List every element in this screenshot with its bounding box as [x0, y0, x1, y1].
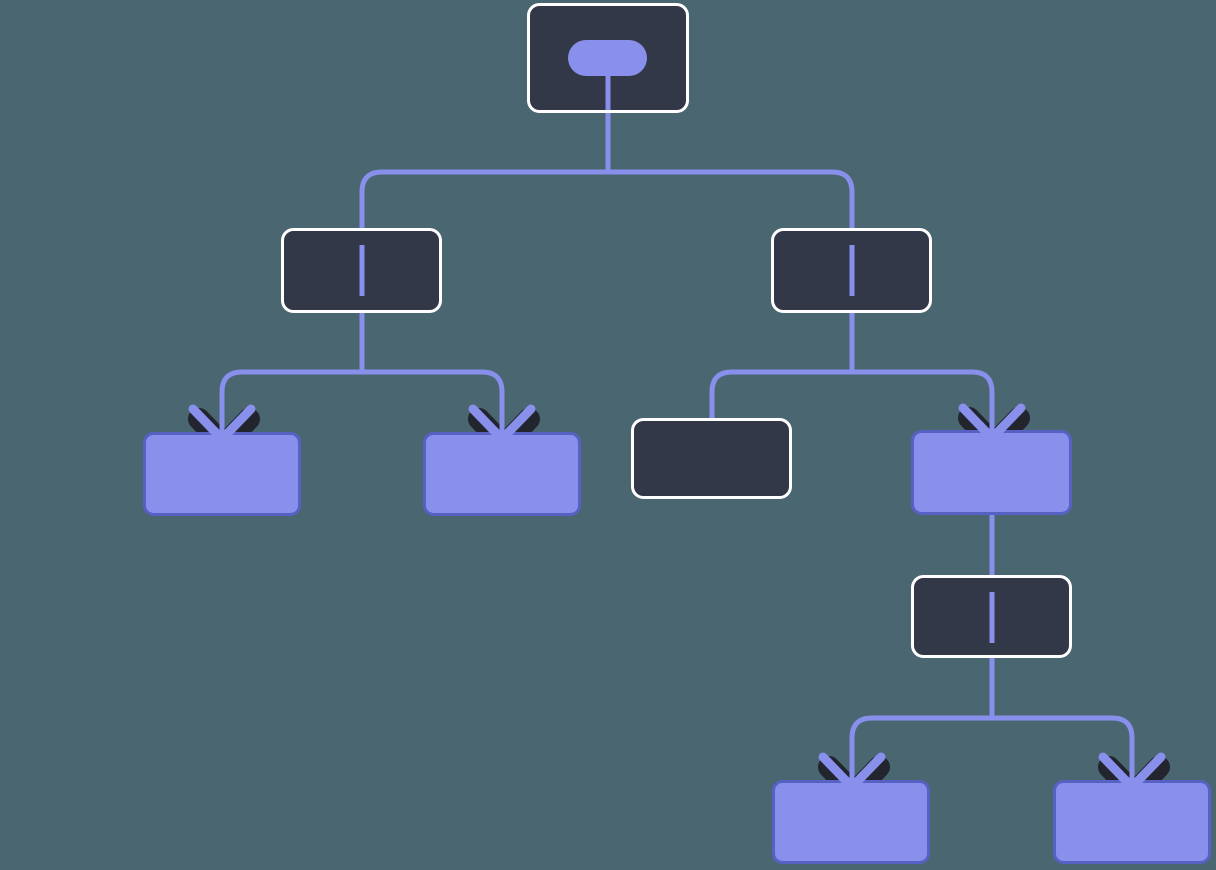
- node-l4[interactable]: [911, 575, 1072, 658]
- node-root-pill: [568, 40, 647, 76]
- edge-l2left-to-l3b[interactable]: [362, 369, 505, 434]
- node-layer: [143, 3, 1211, 864]
- arrow-shaft-overlay: [219, 398, 1135, 788]
- node-l3-c[interactable]: [631, 418, 792, 499]
- node-l5-b-body[interactable]: [1053, 780, 1211, 864]
- node-root[interactable]: [527, 3, 689, 113]
- node-l2-right[interactable]: [771, 228, 932, 313]
- node-l5-a-body[interactable]: [772, 780, 930, 864]
- edge-root-to-l2-right[interactable]: [608, 169, 855, 228]
- node-l5-a[interactable]: [772, 780, 930, 864]
- node-l3-a[interactable]: [143, 432, 301, 516]
- edge-l4-to-l5b[interactable]: [992, 715, 1135, 782]
- edge-root-to-l2-left[interactable]: [359, 169, 608, 228]
- node-l3-d-body[interactable]: [911, 430, 1072, 515]
- edge-l2right-to-l3d[interactable]: [852, 369, 995, 432]
- edge-l4-to-l5a[interactable]: [849, 715, 992, 782]
- node-l3-b[interactable]: [423, 432, 581, 516]
- node-l3-c-body[interactable]: [631, 418, 792, 499]
- node-l2-left[interactable]: [281, 228, 442, 313]
- node-l5-b[interactable]: [1053, 780, 1211, 864]
- node-l3-b-body[interactable]: [423, 432, 581, 516]
- node-l3-a-body[interactable]: [143, 432, 301, 516]
- node-l3-d[interactable]: [911, 430, 1072, 515]
- edge-l2left-to-l3a[interactable]: [219, 369, 362, 434]
- edge-l2right-to-l3c[interactable]: [709, 369, 852, 420]
